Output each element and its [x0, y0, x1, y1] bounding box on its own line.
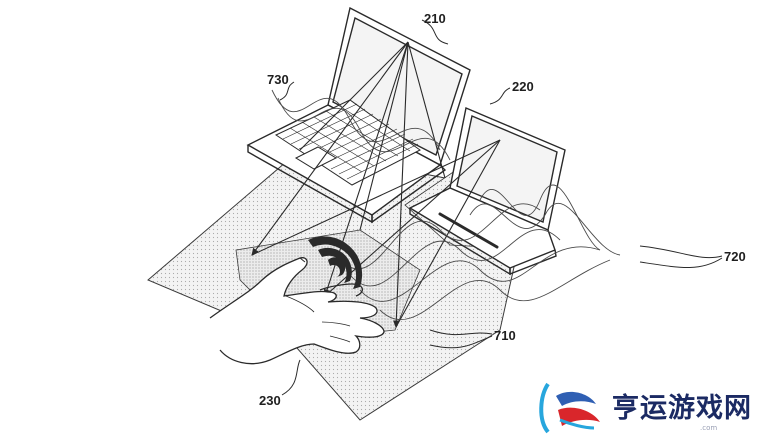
wireless-signal-icon: [308, 236, 363, 289]
watermark-subtext: .com: [700, 424, 718, 432]
leader-lines: [279, 19, 723, 396]
watermark-text: 亨运游戏网: [612, 393, 752, 424]
label-230: 230: [259, 393, 281, 408]
label-730: 730: [267, 72, 289, 87]
watermark-logo-icon: [539, 382, 600, 434]
beam-lines: [251, 41, 501, 329]
label-220: 220: [512, 79, 534, 94]
tablet-220: [408, 107, 566, 276]
hand-230: [209, 257, 385, 365]
signal-waves: [271, 89, 621, 320]
label-720: 720: [724, 249, 746, 264]
label-710: 710: [494, 328, 516, 343]
label-210: 210: [424, 11, 446, 26]
